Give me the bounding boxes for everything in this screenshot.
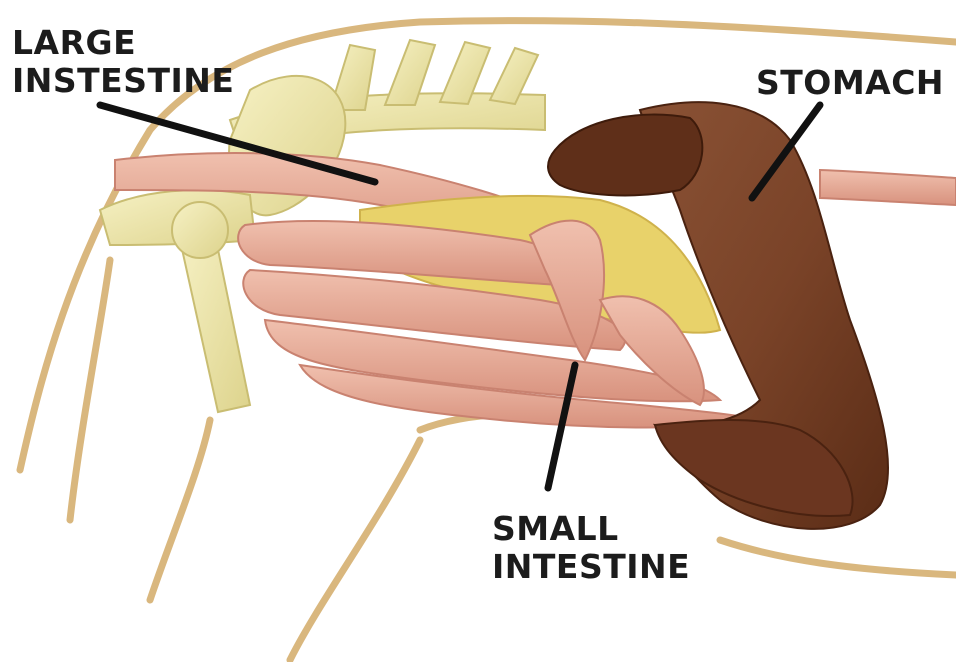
label-large-intestine-line1: LARGE (12, 24, 234, 62)
label-small-intestine-line2: INTESTINE (492, 548, 690, 586)
label-small-intestine-line1: SMALL (492, 510, 690, 548)
label-small-intestine: SMALL INTESTINE (492, 510, 690, 586)
label-stomach-line1: STOMACH (756, 64, 944, 102)
label-large-intestine-line2: INSTESTINE (12, 62, 234, 100)
label-stomach: STOMACH (756, 64, 944, 102)
label-large-intestine: LARGE INSTESTINE (12, 24, 234, 100)
